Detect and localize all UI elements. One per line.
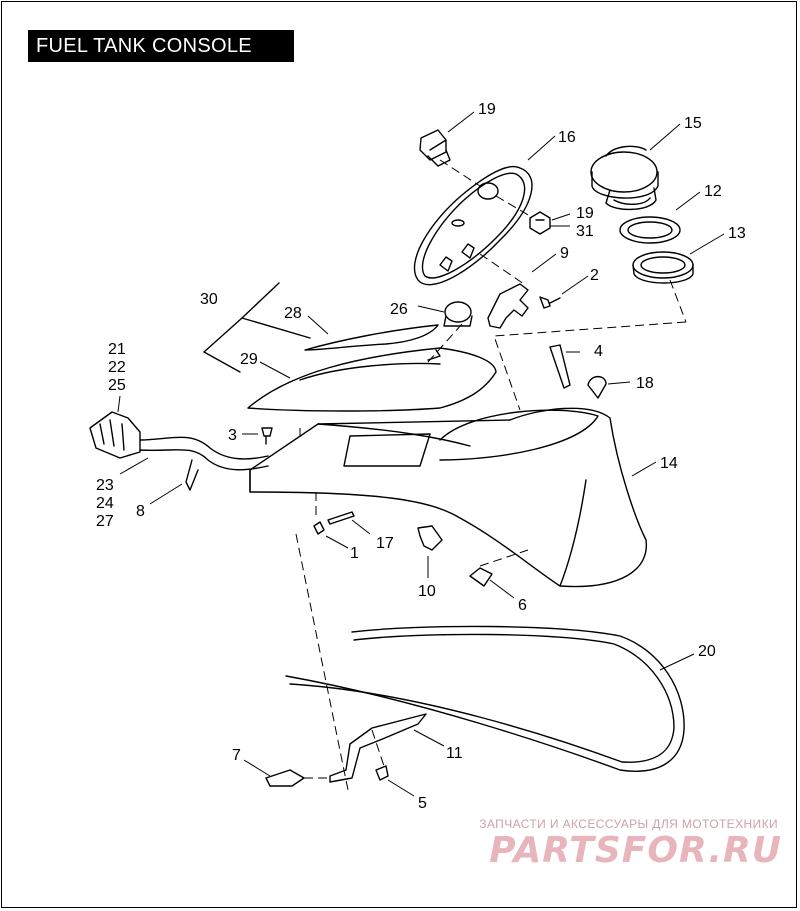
callout-28: 28 bbox=[284, 305, 302, 322]
part-19-fitting bbox=[419, 129, 451, 167]
part-5-screw bbox=[375, 765, 389, 781]
part-11-bracket bbox=[329, 713, 427, 783]
callout-12: 12 bbox=[704, 183, 722, 200]
callout-11: 11 bbox=[446, 745, 463, 762]
callout-17: 17 bbox=[376, 535, 394, 552]
watermark-logo: PARTSFOR.RU bbox=[489, 830, 782, 871]
callout-labels: 19 16 15 12 13 19 31 9 2 26 28 30 29 4 1… bbox=[96, 101, 746, 812]
assembly-dashed-lines bbox=[295, 159, 687, 791]
part-3-screw bbox=[261, 427, 273, 445]
callout-1: 1 bbox=[350, 545, 359, 562]
callout-21: 21 bbox=[108, 341, 126, 358]
part-7-clip bbox=[265, 769, 305, 787]
callout-30: 30 bbox=[200, 291, 218, 308]
part-2-screw bbox=[539, 296, 561, 309]
callout-15: 15 bbox=[684, 115, 702, 132]
part-15-fuel-cap bbox=[590, 145, 659, 211]
callout-14: 14 bbox=[660, 455, 678, 472]
callout-16: 16 bbox=[558, 129, 576, 146]
callout-6: 6 bbox=[518, 597, 527, 614]
callout-22: 22 bbox=[108, 359, 126, 376]
callout-29: 29 bbox=[240, 351, 258, 368]
callout-10: 10 bbox=[418, 583, 436, 600]
page-title: FUEL TANK CONSOLE bbox=[28, 30, 294, 62]
part-10-clip bbox=[417, 525, 443, 551]
callout-3: 3 bbox=[228, 427, 237, 444]
part-13-ring bbox=[632, 251, 694, 284]
part-17-pin bbox=[327, 511, 355, 525]
part-9-bracket bbox=[487, 283, 529, 329]
part-14-console-body bbox=[249, 407, 647, 588]
callout-8: 8 bbox=[136, 503, 145, 520]
part-8-tie bbox=[185, 459, 199, 491]
callout-2: 2 bbox=[590, 267, 599, 284]
callout-18: 18 bbox=[636, 375, 654, 392]
watermark-tagline: ЗАПЧАСТИ И АКСЕССУАРЫ ДЛЯ МОТОТЕХНИКИ bbox=[479, 817, 778, 831]
callout-23: 23 bbox=[96, 477, 114, 494]
callout-27: 27 bbox=[96, 513, 114, 530]
part-12-gasket bbox=[619, 216, 681, 244]
part-16-gauge-plate bbox=[413, 166, 533, 286]
part-20-seal bbox=[285, 625, 685, 772]
leader-lines bbox=[117, 111, 725, 797]
callout-19-second: 19 bbox=[576, 205, 594, 222]
callout-13: 13 bbox=[728, 225, 746, 242]
callout-26: 26 bbox=[390, 301, 408, 318]
callout-7: 7 bbox=[232, 747, 241, 764]
callout-31: 31 bbox=[576, 223, 594, 240]
callout-5: 5 bbox=[418, 795, 427, 812]
part-21-connector bbox=[89, 411, 269, 471]
part-4-bolt bbox=[549, 344, 571, 389]
part-26-clamp bbox=[443, 301, 473, 327]
part-1-screw bbox=[313, 521, 325, 535]
part-6-clip bbox=[469, 567, 493, 587]
part-29-cover bbox=[247, 347, 497, 412]
part-18-plug bbox=[587, 375, 607, 399]
callout-9: 9 bbox=[560, 245, 569, 262]
part-31-nut bbox=[529, 211, 551, 235]
part-28-trim bbox=[304, 324, 439, 351]
callout-19: 19 bbox=[478, 101, 496, 118]
callout-4: 4 bbox=[594, 343, 603, 360]
callout-20: 20 bbox=[698, 643, 716, 660]
callout-24: 24 bbox=[96, 495, 114, 512]
callout-25: 25 bbox=[108, 377, 126, 394]
